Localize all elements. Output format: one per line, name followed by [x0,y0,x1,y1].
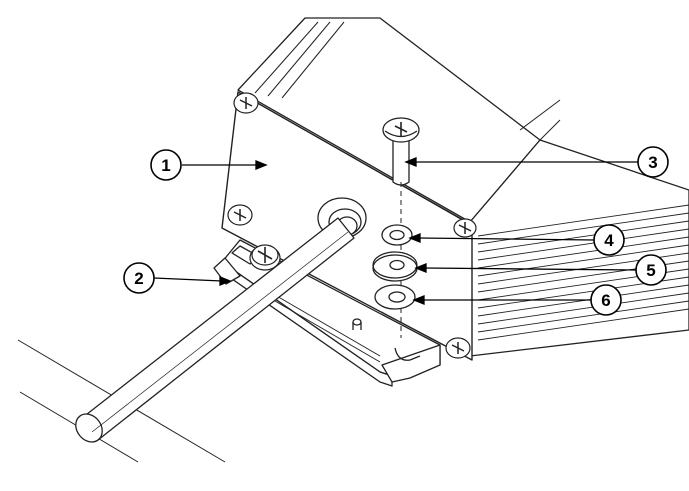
svg-text:5: 5 [646,261,655,280]
callout-1: 1 [150,149,182,181]
svg-text:1: 1 [161,156,170,175]
washer-6 [374,284,416,310]
flange-screw [249,244,281,271]
corner-screw-top-left [233,92,259,114]
corner-screw-bottom-right [445,337,471,359]
callout-5: 5 [635,254,667,286]
leader-lines [153,157,639,305]
cable-gland [317,197,367,239]
mounting-screw [382,117,420,338]
svg-text:4: 4 [604,231,614,250]
washer-5 [372,251,418,282]
callout-3: 3 [637,146,669,178]
corner-screw-bottom-left [227,204,253,226]
washer-4 [381,224,413,246]
callout-6: 6 [590,284,622,316]
callout-2: 2 [123,262,155,294]
rod [75,217,355,443]
enclosure-body [237,17,689,357]
svg-text:6: 6 [601,291,610,310]
callout-4: 4 [593,224,625,256]
svg-text:2: 2 [134,269,143,288]
corner-screw-top-right [453,218,477,238]
svg-text:3: 3 [648,153,657,172]
